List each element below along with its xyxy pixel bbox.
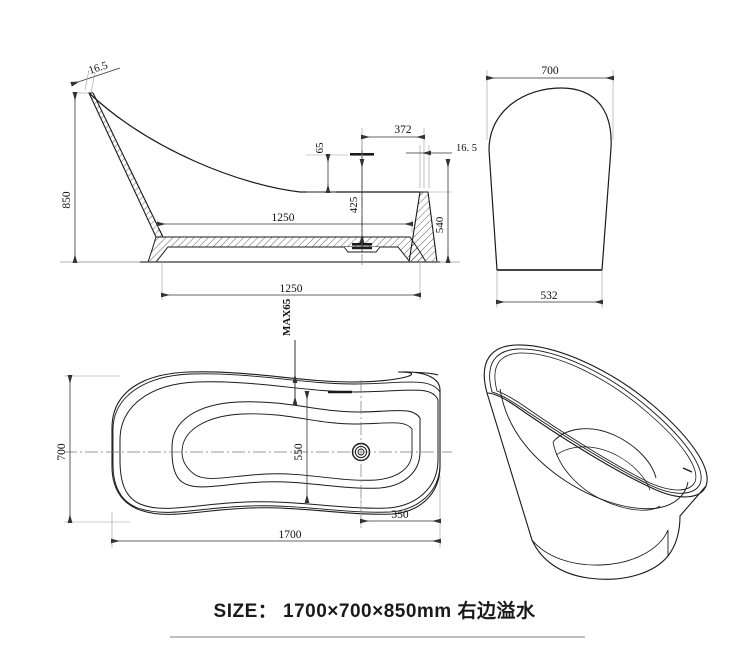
perspective-overflow-slot — [682, 467, 693, 473]
perspective-body-bottom-edge — [531, 529, 669, 566]
dim-text-65: 65 — [314, 142, 326, 154]
plan-outer-rim-a — [111, 371, 441, 515]
perspective-rim-inner — [489, 348, 702, 494]
size-caption: SIZE： 1700×700×850mm 右边溢水 — [213, 601, 536, 622]
perspective-seat-curve-2 — [555, 446, 651, 491]
dim-text-1700: 1700 — [279, 529, 302, 541]
dim-text-350: 350 — [391, 509, 409, 521]
plan-basin-outline-1 — [171, 401, 421, 489]
plan-outer-rim-b — [112, 373, 441, 513]
plan-body-outline — [119, 381, 439, 509]
dim-text-850: 850 — [61, 191, 73, 209]
perspective-seat-curve — [552, 428, 657, 479]
front-elevation-outline — [60, 92, 460, 263]
perspective-rim-inner-2 — [494, 352, 697, 491]
dim-base-width: 1250 — [161, 262, 421, 300]
dim-plan-rim-max: MAX65 — [281, 298, 298, 405]
dim-overflow-offset: 372 — [361, 124, 425, 188]
perspective-basin-inner — [499, 388, 689, 510]
dim-text-550: 550 — [293, 443, 305, 461]
perspective-basin-floor — [552, 441, 661, 511]
dim-side-base-width: 532 — [496, 270, 603, 308]
dim-rim-thickness-right: 16. 5 — [406, 143, 477, 188]
dim-rim-thickness-left: 16.5 — [70, 59, 121, 94]
basin-inner-curve — [88, 92, 420, 193]
dim-text-1250-inner: 1250 — [272, 212, 295, 224]
dim-overall-height: 850 — [61, 92, 140, 263]
dim-text-372: 372 — [394, 124, 412, 136]
dim-plan-overall-width: 700 — [56, 375, 130, 523]
dim-side-top-width: 700 — [486, 65, 614, 140]
dim-plan-drain-offset: 350 — [360, 490, 441, 528]
plan-basin-outline-2 — [181, 413, 413, 481]
front-elevation-view: 16.5 850 65 372 16. 5 — [60, 59, 477, 300]
dim-plan-inner-width: 550 — [293, 391, 310, 503]
perspective-body-outer — [486, 392, 707, 580]
dim-text-425: 425 — [348, 196, 360, 213]
caption-block: SIZE： 1700×700×850mm 右边溢水 — [0, 596, 749, 623]
dim-text-max65: MAX65 — [281, 298, 293, 336]
dim-overflow-height: 65 — [306, 142, 348, 193]
dim-text-1250-base: 1250 — [280, 283, 303, 295]
dim-inner-width: 1250 — [157, 212, 413, 232]
perspective-view — [483, 344, 708, 580]
dim-text-540: 540 — [434, 216, 446, 233]
dim-text-16-5-left: 16.5 — [87, 59, 109, 77]
dim-wall-height-right: 540 — [429, 159, 452, 263]
dim-water-depth: 425 — [348, 159, 365, 243]
caption-divider — [170, 636, 585, 638]
dim-plan-overall-length: 1700 — [111, 476, 441, 548]
plan-view: MAX65 700 550 1700 350 — [56, 298, 452, 548]
dim-text-700-plan: 700 — [56, 443, 68, 461]
perspective-rim-outer — [483, 344, 708, 498]
dim-text-16-5-right: 16. 5 — [456, 143, 477, 154]
dim-text-700-side: 700 — [541, 65, 559, 77]
side-elevation-outline — [488, 87, 612, 271]
dim-text-532: 532 — [540, 290, 558, 302]
side-elevation-view: 700 532 — [486, 65, 614, 308]
